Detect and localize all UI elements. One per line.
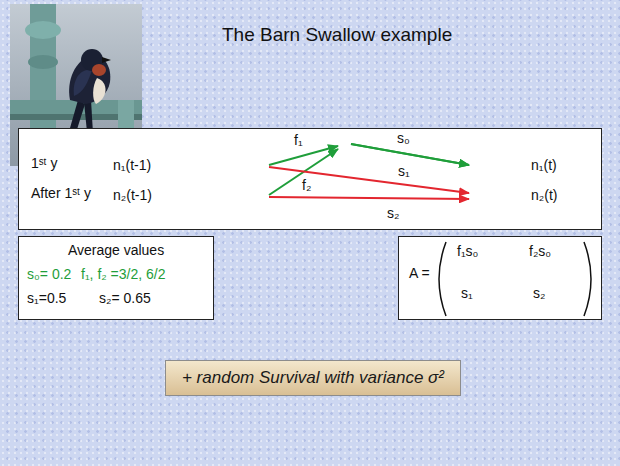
flow-segment	[351, 144, 469, 165]
stage-label: After 1ˢᵗ y	[31, 184, 91, 202]
rate-label: s₁	[397, 163, 411, 179]
matrix-paren	[584, 242, 591, 316]
parameter-text: f₁, f₂ =3/2, 6/2	[81, 265, 166, 283]
matrix-paren	[439, 242, 446, 316]
flow-segment	[269, 197, 469, 199]
box-fill	[18, 236, 214, 320]
box-fill	[18, 128, 602, 230]
rate-label: s₂	[386, 205, 400, 221]
box-fill	[398, 236, 602, 320]
parameter-box: Average values s₀= 0.2 f₁, f₂ =3/2, 6/2 s₁=…	[18, 236, 214, 320]
survival-arrow	[269, 197, 469, 199]
node-text: n₁(t-1)	[113, 155, 151, 175]
node-text: n₂(t-1)	[113, 185, 152, 205]
population-term: n₂(t-1)	[113, 185, 269, 205]
population-term: n₁(t-1)	[113, 155, 269, 175]
rate-label: f₂	[301, 177, 312, 193]
flow-segment	[269, 167, 469, 193]
stage-label: 1ˢᵗ y	[31, 154, 58, 172]
matrix-entry: s₂	[533, 284, 545, 302]
parameter-text: s₁=0.5	[27, 289, 66, 307]
rate-label: f₁	[293, 132, 304, 148]
survival-arrow	[269, 167, 469, 193]
slide-title: The Barn Swallow example	[222, 23, 452, 47]
matrix-box: A = f₁s₀ f₂s₀ s₁ s₂	[398, 236, 602, 320]
parameter-text: s₀= 0.2	[27, 265, 71, 283]
note-box: + random Survival with variance σ²	[165, 360, 461, 396]
population-term: n₂(t)	[469, 185, 581, 205]
fecundity-arrow	[269, 144, 469, 195]
matrix-entry: s₁	[461, 284, 473, 302]
note-text: + random Survival with variance σ²	[182, 367, 444, 389]
parameter-text: s₂= 0.65	[99, 289, 151, 307]
node-text: n₂(t)	[531, 185, 557, 205]
parameter-text: Average values	[68, 241, 164, 259]
population-term: n₁(t)	[469, 155, 581, 175]
rate-label: s₀	[396, 130, 411, 146]
flow-segment	[351, 144, 469, 165]
stage-box: 1ˢᵗ y After 1ˢᵗ y n₁(t-1) n₂(t-1) n₁(t) n₂(t)…	[18, 128, 602, 230]
matrix-entry: f₁s₀	[457, 242, 478, 260]
node-text: n₁(t)	[531, 155, 557, 175]
matrix-entry: f₂s₀	[529, 242, 551, 260]
matrix-entry: A =	[409, 264, 430, 282]
